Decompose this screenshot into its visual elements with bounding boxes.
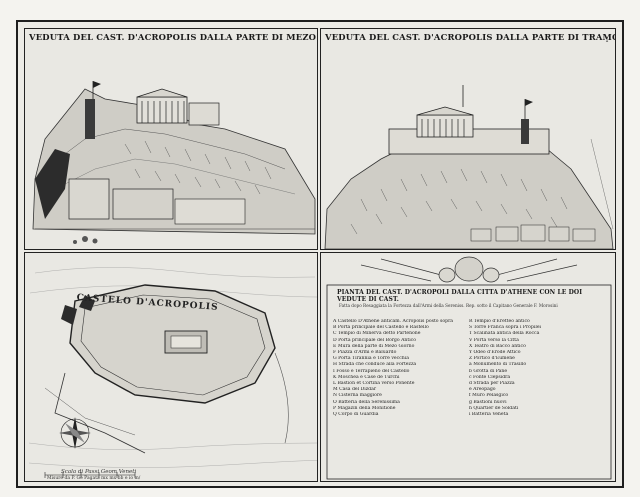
legend-entry: E Mura della parte di Mezo Giorno: [333, 343, 415, 349]
legend-entry: T Scalinata antica della Rocca: [469, 331, 540, 337]
legend-entry: N Cisterna maggiore: [333, 393, 382, 399]
legend-entry: g Bastioni nuovi: [469, 399, 507, 405]
legend-entry: V Porta verso la Città: [469, 337, 519, 343]
legend-entry: R Tempio d'Eretteo antico: [469, 319, 530, 324]
legend-entry: A Castello D'Athene anticam. Acropolis p…: [333, 319, 454, 324]
legend-entry: P Magazin della Monitione: [333, 405, 396, 411]
legend-entry: K Moschea e Case de Turchi: [333, 374, 400, 380]
compass-rose-icon: [59, 417, 91, 449]
scale-note: Misure da P. Ge Pagata mx mx bb e io m/: [47, 476, 141, 481]
legend-entry: Q Corpo di Guardia: [333, 412, 379, 418]
legend-entry: S Torre Franca sopra i Propilei: [469, 325, 542, 331]
legend-entry: M Casa del Dizdar: [333, 387, 377, 393]
legend-entry: B Porta principale del Castello e Rastel…: [333, 325, 429, 331]
south-view-panel: VEDUTA DEL CAST. D'ACROPOLIS DALLA PARTE…: [24, 28, 318, 250]
legend-entry: c Fonte Clepsidra: [469, 374, 511, 380]
legend-entry: Z Portico d'Eumene: [469, 356, 515, 362]
legend-entry: i Batteria Veneta: [469, 412, 509, 418]
legend-subheading: Fatta dopo Resaggiata la Fortezza dall'A…: [339, 303, 558, 308]
legend-drawing: [326, 256, 612, 480]
north-view-title: VEDUTA DEL CAST. D'ACROPOLIS DALLA PARTE…: [325, 32, 616, 42]
south-view-drawing: [32, 81, 316, 244]
north-view-drawing: [324, 85, 614, 249]
plate-number: 1: [605, 37, 609, 44]
legend-entry: I Fosso e Terrapieno del Castello: [333, 368, 410, 374]
plan-panel: CASTELO D'ACROPOLIS Scala di Passi Geom …: [24, 252, 318, 482]
legend-entry: e Areopago: [469, 387, 496, 393]
scale-caption: Scala di Passi Geom Veneti: [61, 469, 137, 475]
legend-entry: f Muro Pelasgico: [469, 393, 509, 399]
north-view-panel: VEDUTA DEL CAST. D'ACROPOLIS DALLA PARTE…: [320, 28, 616, 250]
legend-panel: PIANTA DEL CAST. D'ACROPOLI DALLA CITTA …: [320, 252, 616, 482]
legend-entry: b Grotta di Pane: [469, 368, 508, 374]
legend-entry: L Bastion et Cortina verso Ponente: [333, 381, 415, 387]
legend-entry: d Strada per Piazza: [469, 381, 515, 387]
legend-entry: a Monumento di Trasillo: [469, 362, 527, 368]
legend-entry: H Strada che conduce alla Fortezza: [333, 362, 417, 368]
legend-entry: O Batteria della Serenissima: [333, 399, 400, 405]
legend-heading: PIANTA DEL CAST. D'ACROPOLI DALLA CITTA …: [337, 289, 583, 303]
legend-left-column: A Castello D'Athene anticam. Acropolis p…: [333, 319, 463, 418]
legend-entry: X Teatro di Bacco antico: [469, 343, 526, 349]
legend-entry: h Quartier de Soldati: [469, 405, 519, 411]
legend-entry: G Porta Tirannia e Torre vecchia: [333, 356, 409, 362]
plan-drawing: [28, 267, 317, 478]
legend-entry: F Piazza d'Armi e Baluardo: [333, 350, 397, 356]
legend-entry: C Tempio di Minerva detto Partenone: [333, 331, 421, 337]
legend-entry: D Porta principale del Borgo Antico: [333, 337, 417, 343]
south-view-title: VEDUTA DEL CAST. D'ACROPOLIS DALLA PARTE…: [29, 32, 317, 42]
legend-entry: Y Odeo d'Erode Attico: [469, 350, 521, 356]
